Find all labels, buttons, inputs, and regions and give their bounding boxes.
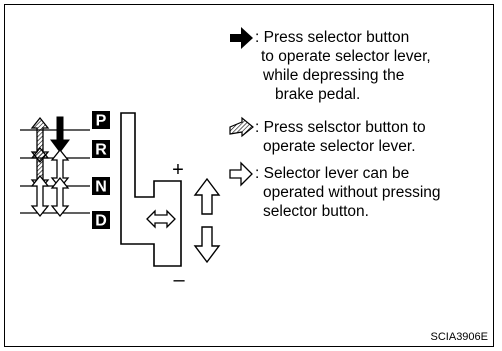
legend-item-outline-arrow: : Selector lever can be operated without… bbox=[255, 164, 441, 221]
legend-line: : Press selsctor button to bbox=[255, 119, 426, 136]
solid-down-arrow-icon bbox=[50, 116, 70, 153]
gear-label-d: D bbox=[92, 211, 110, 230]
down-outline-arrow-icon bbox=[193, 226, 221, 264]
outline-arrow-icon bbox=[229, 161, 253, 187]
svg-text:N: N bbox=[95, 179, 107, 196]
svg-text:R: R bbox=[95, 142, 107, 159]
legend-item-hatched-arrow: : Press selsctor button to operate selec… bbox=[255, 118, 426, 156]
legend-line: to operate selector lever, bbox=[261, 48, 431, 65]
gear-label-n: N bbox=[92, 177, 110, 196]
svg-text:D: D bbox=[95, 213, 107, 230]
gear-label-p: P bbox=[92, 111, 110, 130]
legend-line: : Selector lever can be bbox=[255, 165, 410, 182]
minus-mark: – bbox=[173, 269, 185, 291]
up-outline-arrow-icon bbox=[193, 177, 221, 215]
legend-line: brake pedal. bbox=[275, 86, 361, 103]
legend-line: selector button. bbox=[263, 203, 369, 220]
outline-double-arrow-icon bbox=[30, 174, 50, 218]
legend-line: : Press selector button bbox=[255, 29, 410, 46]
legend-line: operate selector lever. bbox=[263, 138, 416, 155]
plus-mark: + bbox=[172, 159, 184, 181]
gear-label-r: R bbox=[92, 140, 110, 159]
shift-gate-outline bbox=[120, 112, 182, 267]
legend-line: operated without pressing bbox=[263, 184, 441, 201]
hatched-arrow-icon bbox=[229, 116, 254, 138]
figure-frame bbox=[4, 4, 494, 347]
legend-item-solid-arrow: : Press selector button to operate selec… bbox=[255, 28, 431, 104]
manual-mode-double-arrow-icon bbox=[146, 209, 176, 229]
solid-arrow-icon bbox=[230, 27, 253, 49]
outline-double-arrow-icon bbox=[50, 176, 70, 218]
figure-code: SCIA3906E bbox=[430, 331, 488, 343]
svg-text:P: P bbox=[96, 113, 107, 130]
legend-line: while depressing the bbox=[263, 67, 405, 84]
